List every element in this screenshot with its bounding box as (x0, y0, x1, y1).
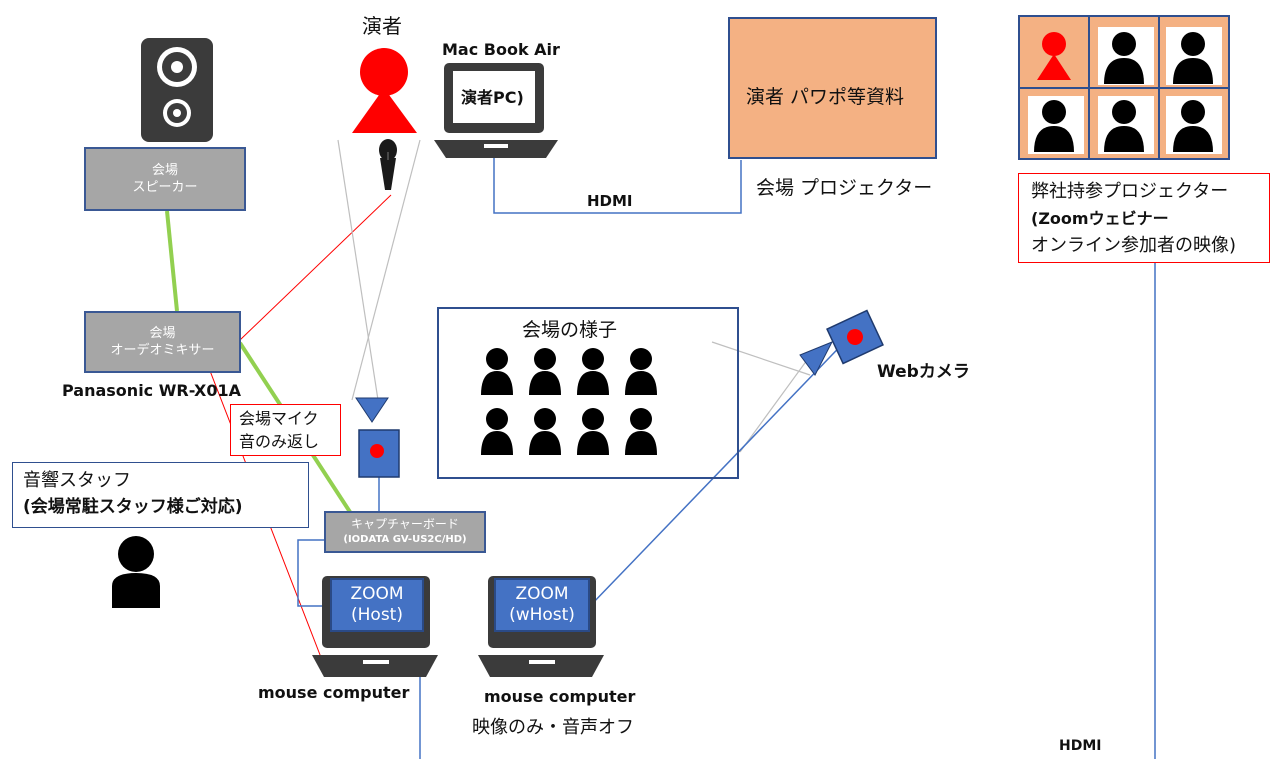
zoom-whost-screen: ZOOM (wHost) (494, 578, 590, 632)
venue-scene-frame (437, 307, 739, 479)
whost-laptop-note: 映像のみ・音声オフ (472, 717, 634, 738)
venue-mic-callout: 会場マイク 音のみ返し (230, 404, 341, 456)
capture-laptop-cable (297, 539, 328, 607)
performer-label: 演者 (362, 14, 402, 38)
mic-mixer-cable (239, 194, 392, 341)
webcam-label: Webカメラ (877, 362, 970, 382)
mixer-model-label: Panasonic WR-X01A (62, 381, 242, 400)
venue-speaker-box: 会場 スピーカー (84, 147, 246, 211)
performer-laptop-screen-text: 演者PC) (461, 88, 524, 107)
view-line-1 (337, 139, 379, 401)
webcam-laptop-cable (589, 329, 857, 607)
host-laptop-label: mouse computer (258, 683, 410, 702)
own-projector-callout: 弊社持参プロジェクター (Zoomウェビナー オンライン参加者の映像) (1018, 173, 1270, 263)
whost-laptop-label: mouse computer (484, 687, 636, 706)
view-line-3 (711, 341, 811, 376)
zoom-host-screen: ZOOM (Host) (330, 578, 424, 632)
slides-label: 演者 パワポ等資料 (746, 86, 905, 108)
online-participant-red-icon (1037, 32, 1071, 80)
speaker-mixer-cable (165, 210, 179, 312)
audio-staff-callout: 音響スタッフ (会場常駐スタッフ様ご対応) (12, 462, 309, 528)
hdmi-label-bottom: HDMI (1059, 738, 1102, 754)
view-line-4 (739, 355, 811, 453)
venue-scene-label: 会場の様子 (522, 319, 618, 341)
venue-projector-screen (728, 17, 937, 159)
hdmi-cable-mac (493, 157, 742, 214)
view-line-2 (351, 139, 421, 401)
capture-board-box: キャプチャーボード (IODATA GV-US2C/HD) (324, 511, 486, 553)
venue-projector-label: 会場 プロジェクター (756, 177, 933, 199)
venue-audio-mixer-box: 会場 オーデオミキサー (84, 311, 241, 373)
mac-label: Mac Book Air (442, 40, 560, 59)
hdmi-label-top: HDMI (587, 192, 633, 210)
